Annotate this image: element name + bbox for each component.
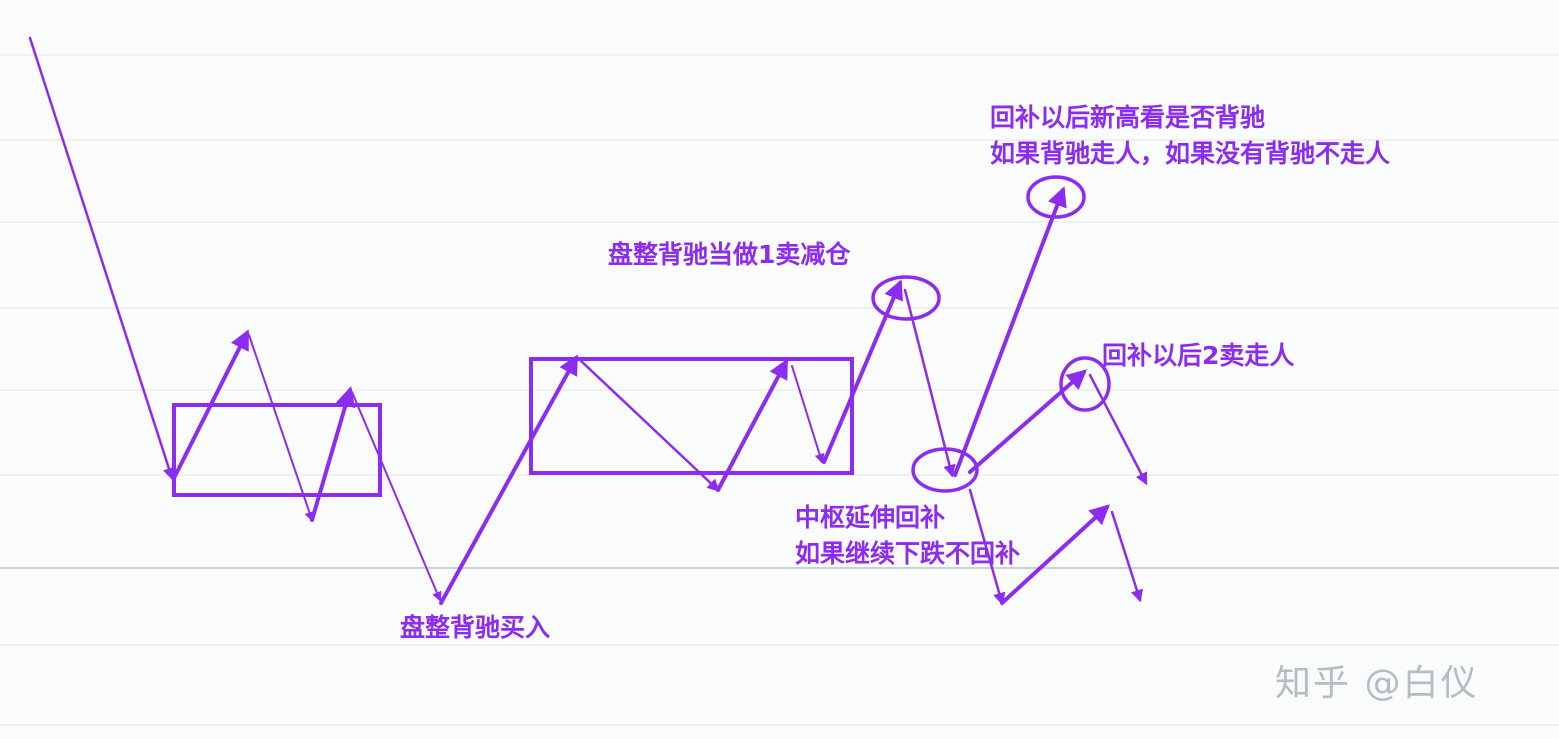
arrow-segment xyxy=(968,369,1088,474)
pivot-box-left xyxy=(172,403,382,497)
new-high-circle xyxy=(1026,175,1086,219)
label-sell-2: 回补以后2卖走人 xyxy=(1102,341,1295,370)
arrow-segment xyxy=(953,186,1067,477)
arrow-segment xyxy=(248,334,315,522)
label-new-high-line2: 如果背驰走人，如果没有背驰不走人 xyxy=(990,139,1391,168)
arrow-segment xyxy=(822,279,903,464)
arrow-segment xyxy=(903,288,956,478)
pivot-box-middle xyxy=(529,357,854,475)
arrow-segment xyxy=(310,386,356,522)
label-new-high: 回补以后新高看是否背驰 如果背驰走人，如果没有背驰不走人 xyxy=(990,100,1390,172)
label-pivot-extension-line1: 中枢延伸回补 xyxy=(795,503,946,532)
label-pivot-extension-line2: 如果继续下跌不回补 xyxy=(795,539,1021,568)
annotation-circles xyxy=(871,175,1111,493)
label-buy: 盘整背驰买入 xyxy=(400,613,551,642)
label-sell-1: 盘整背驰当做1卖减仓 xyxy=(608,240,851,269)
watermark: 知乎 @白仪 xyxy=(1275,663,1479,704)
arrow-segment xyxy=(351,391,442,602)
arrow-segment xyxy=(172,329,249,480)
arrow-segment xyxy=(1088,373,1148,486)
label-new-high-line1: 回补以后新高看是否背驰 xyxy=(990,103,1266,132)
arrow-segment xyxy=(791,365,825,464)
sell-2-circle xyxy=(1059,356,1111,412)
arrow-segment xyxy=(1000,504,1110,605)
arrow-segment xyxy=(716,358,788,492)
arrow-segment xyxy=(28,36,175,481)
arrow-segment xyxy=(1110,510,1143,603)
arrow-segment xyxy=(968,488,1006,606)
label-pivot-extension: 中枢延伸回补 如果继续下跌不回补 xyxy=(795,500,1020,572)
pivot-boxes xyxy=(172,357,854,497)
sell-1-circle xyxy=(871,275,941,321)
price-path-arrows xyxy=(28,36,1148,606)
pivot-extension-circle xyxy=(911,447,979,493)
arrow-segment xyxy=(578,358,720,492)
arrow-segment xyxy=(439,354,578,605)
